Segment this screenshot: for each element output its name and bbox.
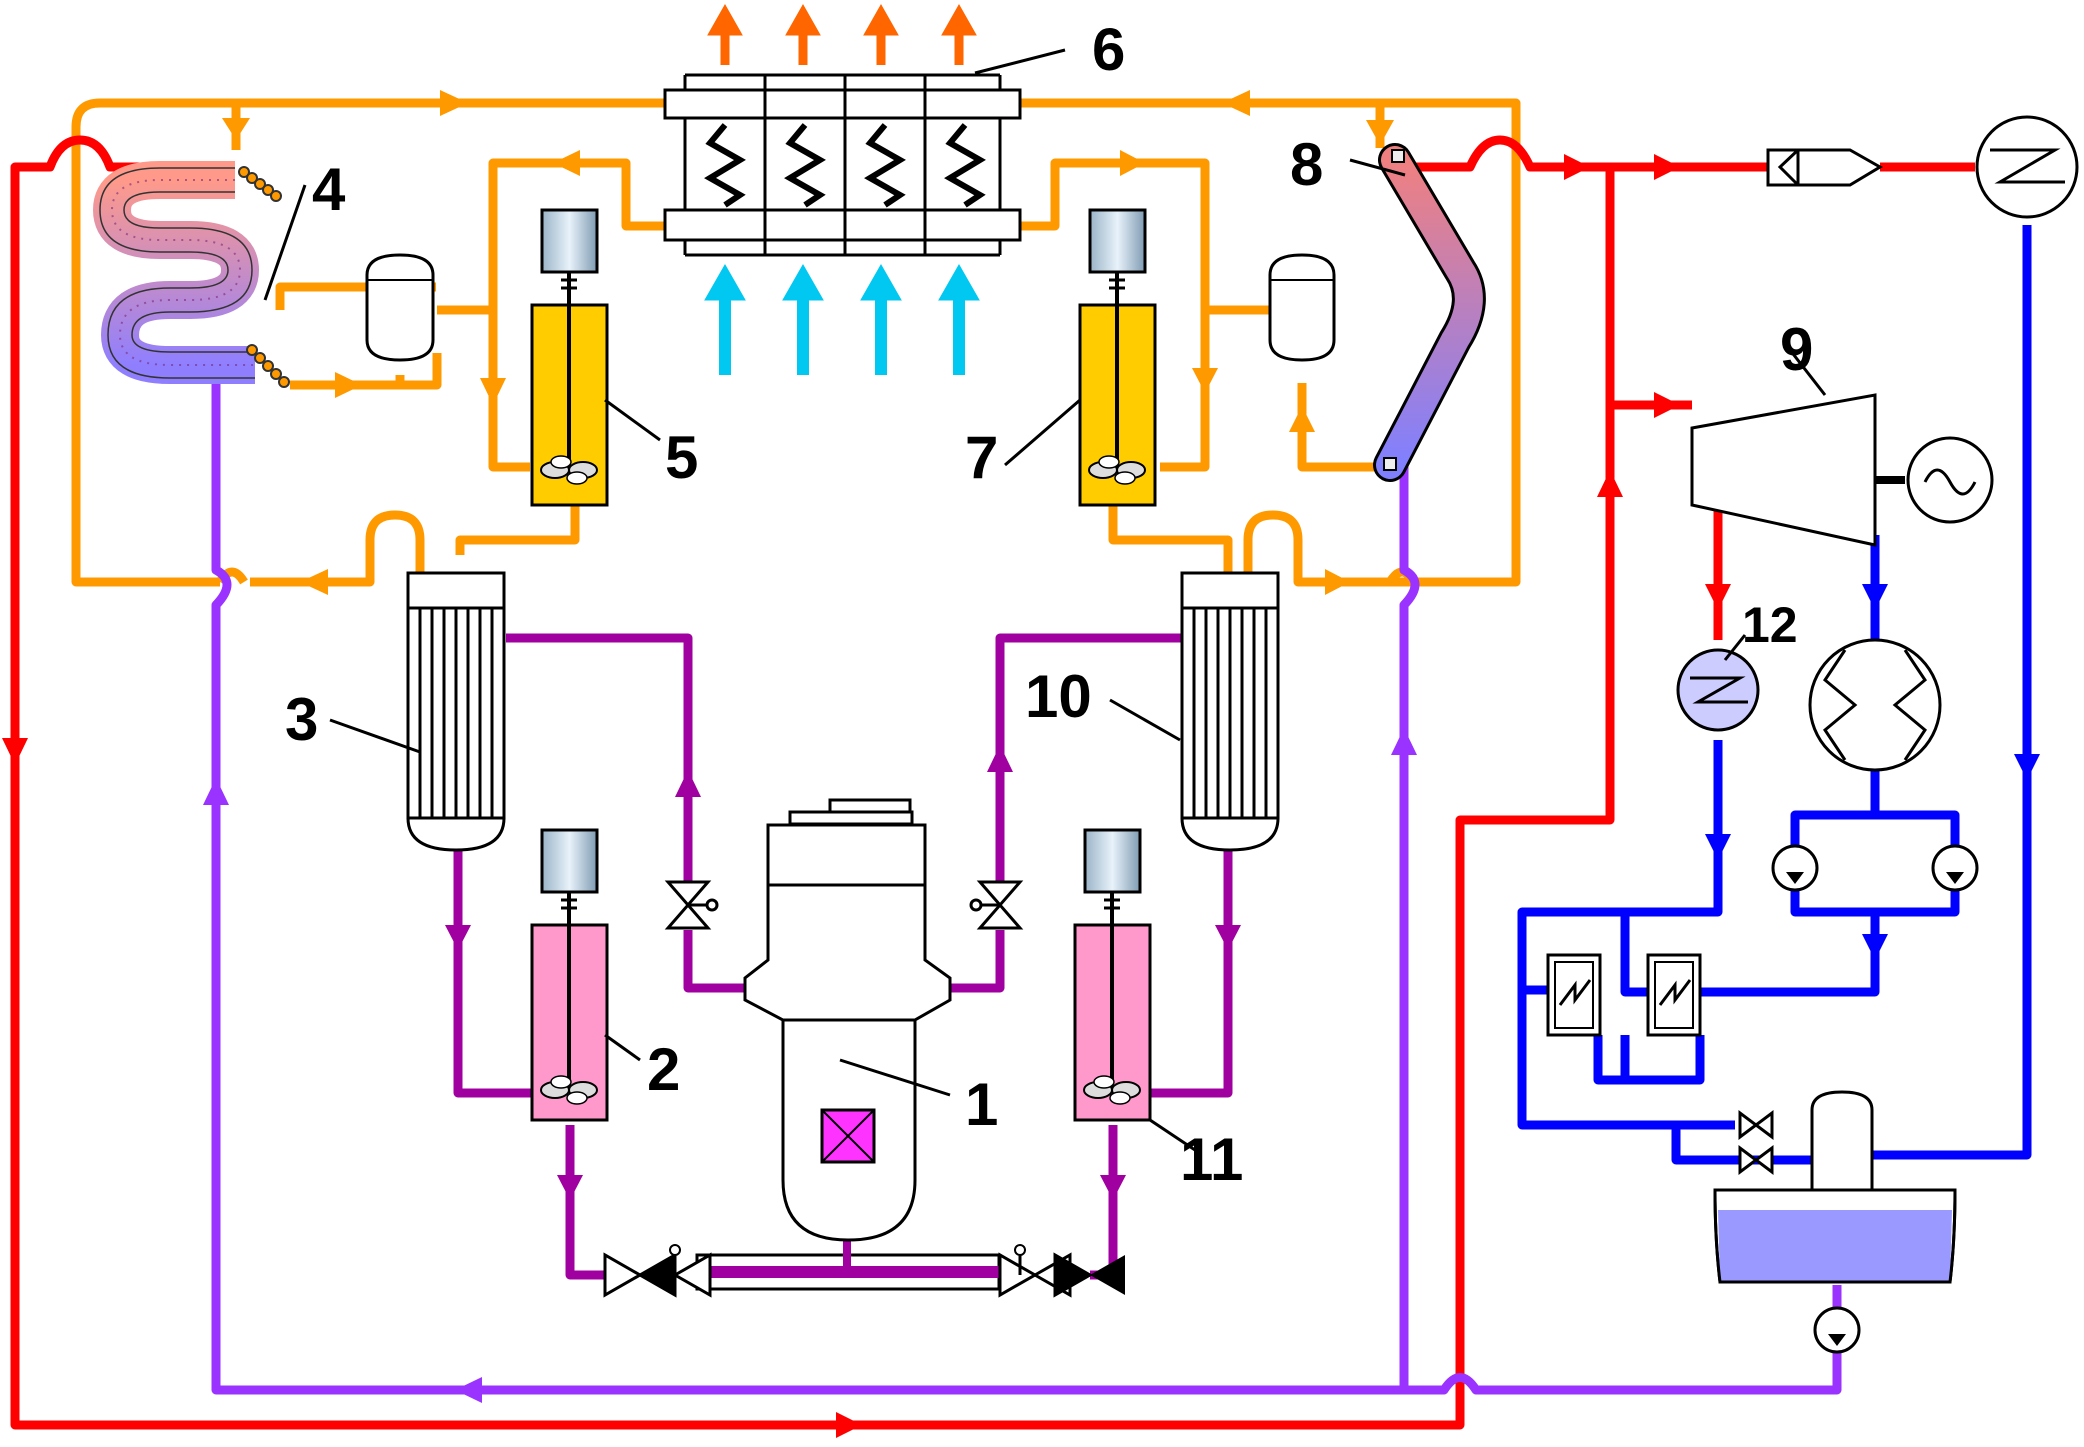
return-flow-arrows [203, 728, 1417, 1403]
primary-pump-right[interactable] [1073, 828, 1152, 1122]
feed-heater-2[interactable] [1646, 953, 1702, 1037]
component-labels: 6 4 5 7 8 9 12 3 10 2 1 11 [285, 16, 1813, 1193]
label-9: 9 [1780, 316, 1813, 383]
primary-flow-arrows [445, 745, 1241, 1200]
label-8: 8 [1290, 131, 1323, 198]
feed-pump-right[interactable] [1931, 844, 1979, 892]
label-10: 10 [1025, 663, 1092, 730]
label-1: 1 [965, 1071, 998, 1138]
condenser-icon[interactable] [1808, 638, 1942, 772]
right-drain-valve[interactable] [998, 1244, 1125, 1298]
right-primary-valve[interactable] [969, 880, 1024, 930]
label-12: 12 [1742, 597, 1798, 653]
label-6: 6 [1092, 16, 1125, 83]
air-heat-exchanger[interactable] [663, 73, 1022, 257]
feedwater-flow-arrows [1705, 584, 2040, 960]
return-pipes [211, 360, 1842, 1395]
expansion-tank-right [1268, 253, 1336, 362]
generator-icon[interactable] [1906, 436, 1994, 524]
regenerative-heater-icon[interactable] [1676, 648, 1760, 732]
feedwater-valves[interactable] [1738, 1110, 1774, 1175]
heat-exchanger-left[interactable] [406, 571, 506, 852]
intermediate-pump-right[interactable] [1078, 208, 1157, 507]
reactor-vessel[interactable] [743, 798, 952, 1242]
heat-exchanger-right[interactable] [1180, 571, 1280, 852]
steam-generator-coil[interactable] [92, 161, 400, 390]
reactor-drain-line [695, 1240, 1001, 1291]
label-4: 4 [312, 156, 346, 223]
steam-pipes [10, 135, 1975, 1430]
left-drain-valve[interactable] [603, 1244, 712, 1298]
label-3: 3 [285, 686, 318, 753]
steam-flow-arrows [2, 154, 1731, 1438]
label-5: 5 [665, 424, 698, 491]
feed-pump-left[interactable] [1771, 844, 1819, 892]
feed-heater-1[interactable] [1546, 953, 1602, 1037]
deaerator[interactable] [1713, 1090, 1957, 1284]
reheater-icon[interactable] [1975, 115, 2079, 219]
intermediate-pump-left[interactable] [530, 208, 609, 507]
turbine[interactable] [1690, 393, 1905, 547]
left-primary-valve[interactable] [664, 880, 719, 930]
condensate-pump[interactable] [1813, 1306, 1861, 1354]
label-2: 2 [647, 1036, 680, 1103]
expansion-tank-left [365, 253, 435, 362]
label-11: 11 [1180, 1126, 1243, 1193]
primary-pump-left[interactable] [530, 828, 609, 1122]
air-outflow-arrows [707, 3, 977, 65]
reactor-core-icon [820, 1108, 876, 1164]
leader-lines [263, 48, 1827, 1152]
steam-separator-tube[interactable] [1373, 143, 1486, 482]
intermediate-flow-arrows [222, 90, 1394, 595]
air-inflow-arrows [704, 263, 980, 375]
label-7: 7 [965, 424, 998, 491]
steam-ejector[interactable] [1766, 148, 1883, 187]
